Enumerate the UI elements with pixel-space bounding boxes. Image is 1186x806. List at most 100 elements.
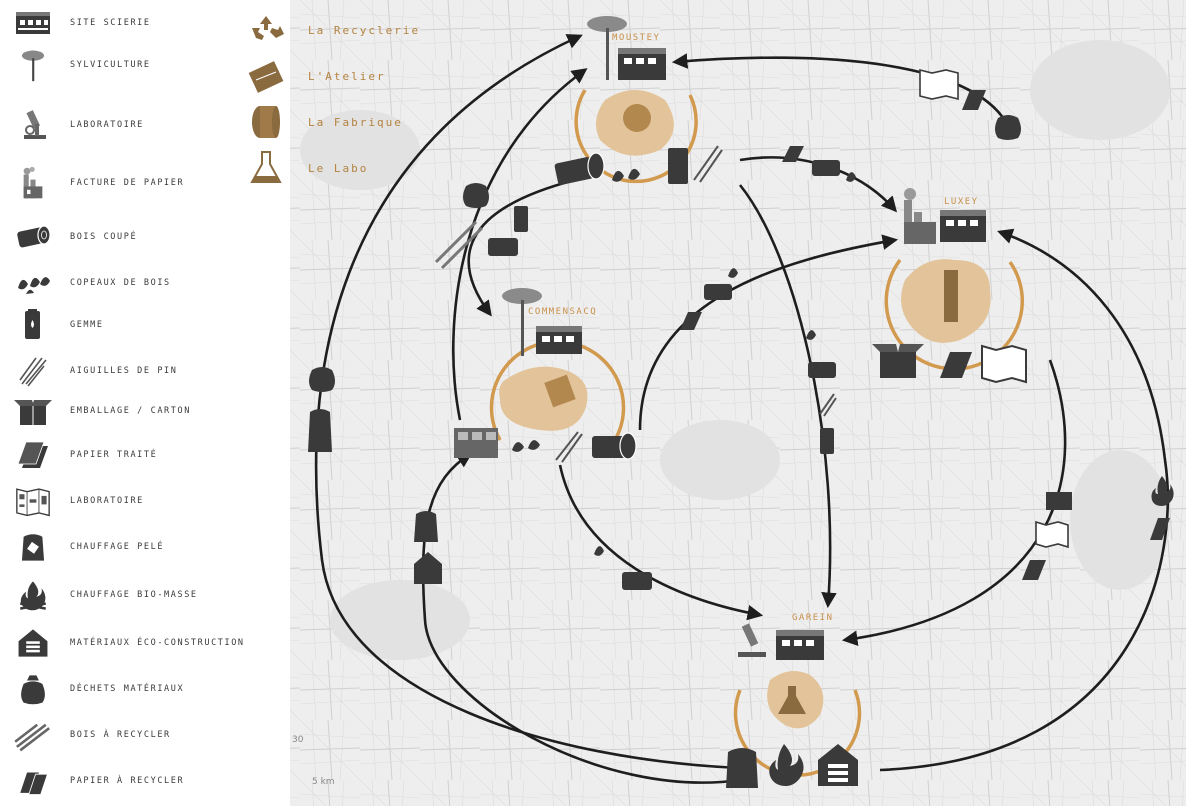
cut-log-icon (488, 238, 518, 256)
treated-paper-icon (940, 352, 972, 378)
node-label-commensacq: COMMENSACQ (528, 307, 597, 317)
recycle-paper-icon (20, 772, 49, 796)
recycle-wood-icon (434, 220, 484, 270)
legend-label: PAPIER TRAITÉ (70, 450, 158, 460)
wood-chips-icon (512, 442, 524, 452)
scale-mark: 30 (292, 735, 304, 745)
cut-log-icon (622, 572, 652, 590)
pine-needles-icon (819, 393, 837, 417)
workshop-icon (544, 374, 576, 408)
luxey-outputs (872, 344, 1027, 384)
legend-label: DÉCHETS MATÉRIAUX (70, 684, 185, 694)
cut-log-end (587, 152, 605, 180)
treated-paper-icon (1022, 560, 1046, 580)
resin-canister-icon (668, 148, 688, 184)
map-canvas: MOUSTEY LUXEY (290, 0, 1186, 806)
place-recyclerie: La Recyclerie (248, 10, 420, 50)
tree-icon (21, 50, 45, 82)
place-label: L'Atelier (308, 69, 386, 83)
street-network (290, 0, 1186, 806)
recycle-wood-icon (14, 723, 50, 752)
workshop-icon (248, 61, 284, 93)
cardboard-box-icon (880, 352, 916, 378)
cut-log-icon (808, 362, 836, 378)
legend-label: GEMME (70, 320, 104, 330)
wood-chips-icon (612, 170, 624, 182)
legend-label: EMBALLAGE / CARTON (70, 406, 191, 416)
wood-chips-icon (846, 172, 856, 182)
legend-item-biomass-heating: CHAUFFAGE BIO-MASSE (8, 578, 198, 612)
cut-log-icon (812, 160, 840, 176)
microscope-icon (738, 623, 766, 657)
node-label-luxey: LUXEY (944, 197, 979, 207)
legend-item-waste: DÉCHETS MATÉRIAUX (8, 672, 184, 706)
treated-paper-icon (680, 312, 702, 330)
map-icon (16, 488, 50, 517)
legend-label: BOIS À RECYCLER (70, 730, 171, 740)
place-label: La Recyclerie (308, 23, 421, 37)
flow-garein-to-moustey (314, 34, 741, 770)
recycle-symbol-icon (252, 16, 284, 40)
fire-icon (1151, 476, 1174, 506)
flow-commensacq-to-garein (558, 464, 764, 621)
urban-patches (300, 40, 1170, 660)
moustey-outputs (554, 145, 723, 185)
node-luxey: LUXEY (872, 188, 1027, 384)
flow-moustey-to-commensacq (467, 178, 576, 317)
pine-needles-icon (19, 357, 47, 387)
tree-icon (587, 16, 627, 32)
legend-item-eco-materials: MATÉRIAUX ÉCO-CONSTRUCTION (8, 626, 245, 660)
legend-item-paper-factory: FACTURE DE PAPIER (8, 166, 184, 200)
legend-item-recycle-wood: BOIS À RECYCLER (8, 718, 171, 752)
cardboard-box-icon (1046, 492, 1072, 510)
legend-item-pellet-heating: CHAUFFAGE PELÉ (8, 530, 164, 564)
paper-factory-icon (23, 166, 43, 199)
cut-log-icon (554, 157, 594, 185)
recycle-paper-icon (1150, 518, 1170, 540)
garein-outputs (726, 744, 858, 788)
legend-label: SYLVICULTURE (70, 60, 151, 70)
legend-item-cut-wood: BOIS COUPÉ (8, 220, 137, 254)
pine-needles-icon (693, 145, 723, 183)
node-ring (574, 89, 698, 184)
commensacq-outputs (454, 428, 637, 463)
waste-bag-icon (309, 367, 335, 392)
wood-chips-icon (18, 277, 50, 294)
legend-label: CHAUFFAGE PELÉ (70, 542, 165, 552)
pellet-bag-icon (414, 511, 438, 542)
treated-paper-icon (962, 90, 986, 110)
map-icon (1035, 520, 1069, 549)
node-moustey: MOUSTEY (554, 16, 723, 185)
place-fabrique: La Fabrique (248, 102, 403, 142)
resin-canister-icon (514, 206, 528, 232)
legend-label: LABORATOIRE (70, 120, 144, 130)
node-label-moustey: MOUSTEY (612, 33, 660, 43)
node-commensacq: COMMENSACQ (454, 288, 637, 463)
sawmill-site-icon (618, 48, 666, 80)
legend-item-packaging: EMBALLAGE / CARTON (8, 394, 191, 428)
sawmill-site-icon (940, 210, 986, 242)
wood-chips-icon (728, 268, 738, 278)
legend-item-wood-chips: COPEAUX DE BOIS (8, 266, 171, 300)
microscope-icon (24, 110, 46, 139)
flask-icon (250, 151, 282, 183)
eco-house-icon (414, 552, 442, 584)
map-icon (919, 68, 959, 101)
flow-icons (308, 68, 1174, 590)
legend-panel: SITE SCIERIE SYLVICULTURE LABORATOIRE FA… (0, 0, 290, 806)
legend-label: SITE SCIERIE (70, 18, 151, 28)
cut-log-icon (704, 284, 732, 300)
legend-label: AIGUILLES DE PIN (70, 366, 178, 376)
legend-item-forestry: SYLVICULTURE (8, 48, 151, 82)
waste-bag-icon (463, 183, 489, 208)
legend-item-sawmill: SITE SCIERIE (8, 6, 151, 40)
wood-chips-icon (806, 330, 816, 340)
waste-bag-icon (21, 675, 45, 705)
legend-label: MATÉRIAUX ÉCO-CONSTRUCTION (70, 638, 245, 648)
node-label-garein: GAREIN (792, 613, 834, 623)
fire-icon (769, 744, 804, 786)
legend-label: BOIS COUPÉ (70, 232, 138, 242)
tree-icon (502, 288, 542, 304)
legend-item-treated-paper: PAPIER TRAITÉ (8, 438, 157, 472)
paper-roll-icon (944, 270, 958, 322)
